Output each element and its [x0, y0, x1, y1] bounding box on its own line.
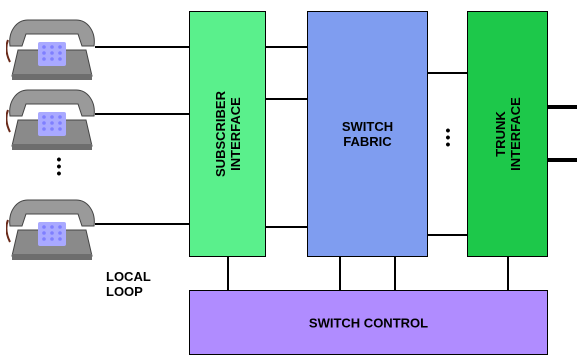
trunk-links-ellipsis: • • • [445, 122, 451, 152]
phones-ellipsis: • • • [56, 151, 62, 181]
telephone-icon [6, 199, 95, 260]
switch-fabric-label: SWITCH FABRIC [341, 119, 394, 149]
switch-control-label: SWITCH CONTROL [308, 315, 429, 330]
telephone-icon [6, 89, 95, 150]
switch-control-block: SWITCH CONTROL [189, 290, 548, 355]
local-loop-label: LOCAL LOOP [106, 269, 151, 299]
telephone-icon [6, 19, 95, 80]
subscriber-interface-block: SUBSCRIBER INTERFACE [189, 11, 266, 257]
subscriber-interface-label: SUBSCRIBER INTERFACE [212, 91, 243, 177]
trunk-interface-block: TRUNK INTERFACE [467, 11, 548, 257]
trunk-interface-label: TRUNK INTERFACE [492, 97, 523, 171]
switch-fabric-block: SWITCH FABRIC [307, 11, 428, 257]
